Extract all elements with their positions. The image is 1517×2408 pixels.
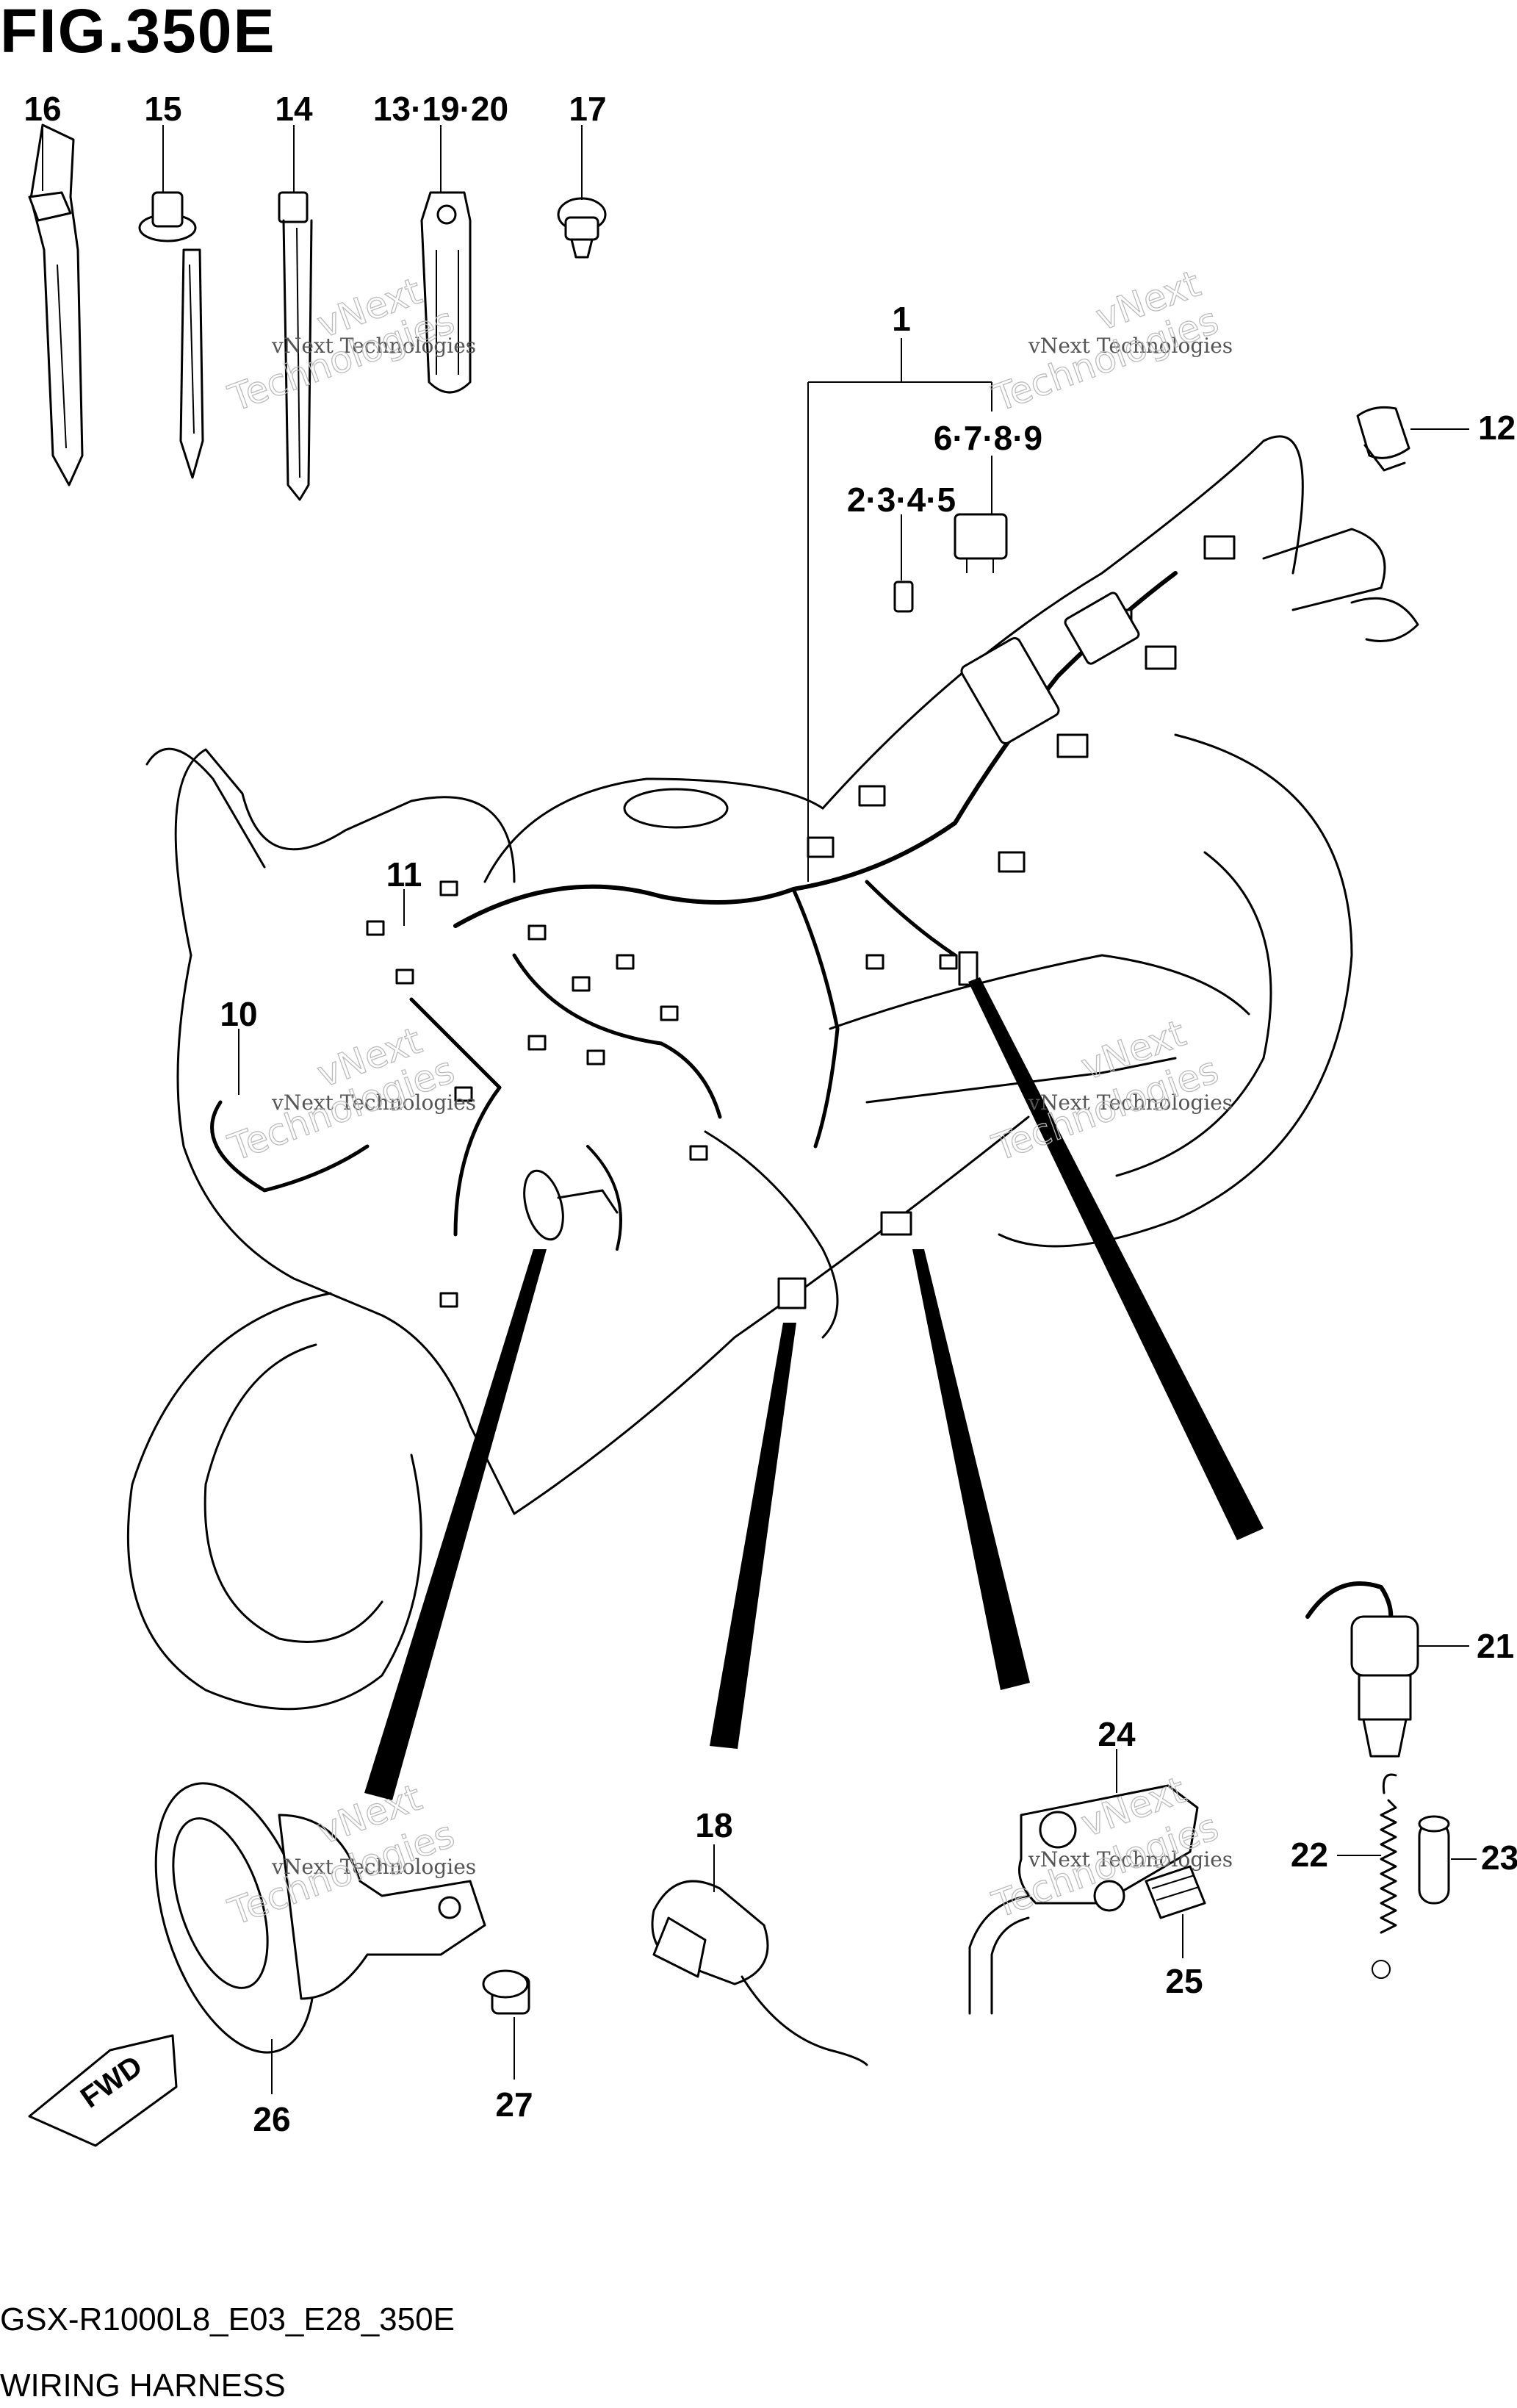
callout-1: 1 <box>892 300 911 338</box>
callout-13-19-20: 13·19·20 <box>373 90 508 128</box>
part-21-switch[interactable] <box>1305 1581 1419 1758</box>
neutral-switch-on-bike <box>958 951 979 986</box>
figure-title: FIG.350E <box>0 0 276 65</box>
part-25-bolt[interactable] <box>1145 1865 1206 1919</box>
callout-23: 23 <box>1481 1839 1517 1877</box>
part-fuse[interactable] <box>893 581 914 613</box>
pointer-horn <box>364 1249 547 1800</box>
switch-on-bike <box>880 1211 912 1236</box>
sensor-on-bike <box>777 1277 807 1309</box>
part-14-long-tie[interactable] <box>278 191 313 501</box>
callout-2-3-4-5: 2·3·4·5 <box>847 481 956 519</box>
model-code: GSX-R1000L8_E03_E28_350E <box>0 2301 455 2337</box>
callout-10: 10 <box>220 995 257 1033</box>
callout-12: 12 <box>1478 409 1516 447</box>
callout-17: 17 <box>569 90 606 128</box>
part-23-pin[interactable] <box>1418 1815 1450 1905</box>
part-15-clamp-bolt[interactable] <box>138 191 204 479</box>
callout-15: 15 <box>144 90 181 128</box>
svg-text:vNext Technologies: vNext Technologies <box>1028 1847 1233 1872</box>
pointer-sensor <box>710 1323 796 1749</box>
callout-bracket-1 <box>807 338 992 882</box>
callout-22: 22 <box>1291 1836 1328 1874</box>
callout-11: 11 <box>386 855 422 894</box>
part-22-spring[interactable] <box>1372 1773 1397 1979</box>
part-24-switch[interactable] <box>968 1784 1199 2015</box>
callout-21: 21 <box>1477 1627 1514 1665</box>
callout-25: 25 <box>1165 1962 1203 2000</box>
svg-text:vNext Technologies: vNext Technologies <box>271 334 476 358</box>
section-name: WIRING HARNESS <box>0 2368 286 2404</box>
callout-18: 18 <box>695 1806 732 1844</box>
pointer-neutral-switch <box>968 977 1264 1540</box>
part-18-sensor[interactable] <box>651 1880 868 2066</box>
svg-text:vNext Technologies: vNext Technologies <box>271 1090 476 1115</box>
callout-14: 14 <box>275 90 313 128</box>
svg-text:vNext Technologies: vNext Technologies <box>271 1855 476 1879</box>
part-17-push-clip[interactable] <box>557 197 607 259</box>
part-relay[interactable] <box>954 513 1008 573</box>
pointer-side-stand-switch <box>912 1249 1030 1690</box>
horn-on-bike <box>523 1169 619 1241</box>
part-26-horn[interactable] <box>126 1764 486 2072</box>
part-27-bolt[interactable] <box>482 1969 530 2015</box>
fwd-arrow-badge: FWD <box>28 2034 178 2147</box>
svg-text:vNext Technologies: vNext Technologies <box>1028 1090 1233 1115</box>
part-13-19-20-clamp[interactable] <box>420 191 472 394</box>
callout-26: 26 <box>253 2100 290 2138</box>
part-12-clip[interactable] <box>1356 406 1410 472</box>
callout-6-7-8-9: 6·7·8·9 <box>934 419 1042 457</box>
callout-27: 27 <box>495 2085 533 2124</box>
watermark-2: vNext Technologies vNext Technologies <box>987 262 1233 420</box>
wiring-harness[interactable] <box>210 535 1236 1308</box>
part-16-cable-tie[interactable] <box>28 123 84 486</box>
svg-text:vNext Technologies: vNext Technologies <box>1028 334 1233 358</box>
callout-24: 24 <box>1098 1715 1136 1753</box>
watermark-3: vNext Technologies vNext Technologies <box>223 1018 476 1170</box>
callout-16: 16 <box>24 90 61 128</box>
